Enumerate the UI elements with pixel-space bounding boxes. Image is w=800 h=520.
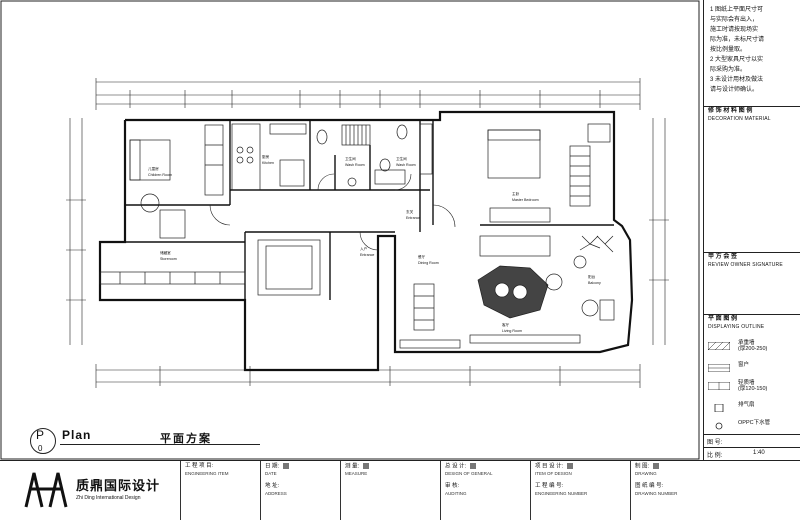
legend-label: 轻质墙(厚120-150) bbox=[738, 380, 768, 392]
note-line: 1 图纸上平面尺寸可 bbox=[710, 7, 764, 13]
legend-label: 排气扇 bbox=[738, 402, 755, 408]
legend-bearing-wall: 承重墙(厚200-250) bbox=[708, 340, 798, 354]
bearing-wall-swatch bbox=[708, 342, 730, 350]
room-label-master-en: Master Bedroom bbox=[512, 198, 539, 202]
dining-furniture bbox=[399, 283, 461, 349]
design-notes: 1 图纸上平面尺寸可 与实际会有出入， 施工时请按现场实 际为准，未标尺寸请 按… bbox=[710, 6, 796, 96]
note-line: 请与设计师确认。 bbox=[710, 87, 759, 93]
room-label-storeroom-en: Storeroom bbox=[160, 257, 177, 261]
room-label-master: 主卧 bbox=[512, 191, 520, 196]
plant-icon bbox=[579, 235, 614, 253]
plan-title-rule bbox=[60, 444, 260, 445]
note-line: 际为准，未标尺寸请 bbox=[710, 37, 765, 43]
note-line: 施工时请按现场实 bbox=[710, 27, 759, 33]
owner-signature-en: REVIEW OWNER SIGNATURE bbox=[708, 262, 783, 268]
drawing-number-box: 图 号: bbox=[703, 434, 800, 447]
tb-date-cell: 日 期: DATE 地 址: ADDRESS bbox=[260, 461, 340, 520]
plan-legend-title: 平 面 图 例 bbox=[708, 316, 738, 322]
room-label-children: 儿童房 bbox=[148, 166, 159, 171]
kitchen-furniture bbox=[231, 123, 307, 191]
room-label-living-en: Living Room bbox=[502, 329, 522, 333]
light-wall-swatch bbox=[708, 382, 730, 390]
plan-title-en: Plan bbox=[62, 428, 92, 442]
room-label-balcony-en: Balcony bbox=[588, 281, 601, 285]
material-legend-title: 修 饰 材 料 图 例 bbox=[708, 108, 753, 114]
legend-label: 窗户 bbox=[738, 362, 750, 368]
note-line: 3 未设计用材及做法 bbox=[710, 77, 764, 83]
owner-signature-title: 甲 方 会 签 bbox=[708, 254, 738, 260]
company-logo-block: 质鼎国际设计 Zhi Ding International Design bbox=[18, 465, 178, 515]
company-name: 质鼎国际设计 bbox=[76, 478, 161, 493]
room-label-kitchen: 厨房 bbox=[262, 154, 270, 159]
room-label-dining: 餐厅 bbox=[418, 254, 426, 259]
children-room-furniture bbox=[129, 124, 224, 239]
bottom-dimension-lines bbox=[95, 364, 641, 388]
note-line: 按比例量取。 bbox=[710, 47, 747, 53]
note-line: 与实际会有出入， bbox=[710, 17, 759, 23]
washroom-fixtures bbox=[316, 124, 408, 187]
entrance-void bbox=[257, 239, 321, 296]
tb-general-design-cell: 总 设 计: DESIGN OF GENERAL 审 核: AUDITING bbox=[440, 461, 530, 520]
material-legend-header: 修 饰 材 料 图 例 DECORATION MATERIAL bbox=[704, 106, 800, 123]
tb-item-design-cell: 项 目 设 计: ITEM OF DESIGN 工 程 编 号: ENGINEE… bbox=[530, 461, 630, 520]
room-label-children-en: Children Room bbox=[148, 173, 172, 177]
room-label-kitchen-en: Kitchen bbox=[262, 161, 274, 165]
drawing-number-label: 图 号: bbox=[707, 440, 723, 446]
living-furniture bbox=[469, 235, 615, 344]
room-label-washroom-1-en: Wash Room bbox=[345, 163, 365, 167]
room-label-foyer-en: Entrance bbox=[406, 216, 420, 220]
legend-light-wall: 轻质墙(厚120-150) bbox=[708, 380, 798, 394]
plan-marker-circle bbox=[30, 428, 56, 454]
interior-walls bbox=[125, 120, 614, 300]
room-label-washroom-1: 卫生间 bbox=[345, 156, 356, 161]
drawing-border bbox=[0, 0, 700, 460]
plan-legend-en: DISPLAYING OUTLINE bbox=[708, 324, 765, 330]
legend-window: 窗户 bbox=[708, 362, 798, 376]
room-label-living: 客厅 bbox=[502, 322, 510, 327]
room-label-dining-en: Dining Room bbox=[418, 261, 439, 265]
side-dimension-lines bbox=[66, 118, 669, 345]
top-dimension-lines bbox=[95, 78, 641, 110]
plan-legend-header: 平 面 图 例 DISPLAYING OUTLINE bbox=[704, 314, 800, 331]
scale-box: 比 例: 1:40 bbox=[703, 447, 800, 460]
drain-pipe-icon bbox=[715, 422, 723, 430]
room-label-washroom-2-en: Wash Room bbox=[396, 163, 416, 167]
legend-label: OPPC下水管 bbox=[738, 420, 771, 426]
floor-plan: 儿童房 Children Room 厨房 Kitchen 卫生间 Wash Ro… bbox=[0, 0, 700, 460]
exhaust-fan-icon bbox=[714, 404, 724, 412]
room-labels: 儿童房 Children Room 厨房 Kitchen 卫生间 Wash Ro… bbox=[148, 154, 601, 333]
tb-drawing-cell: 制 图: DRAWING 图 纸 编 号: DRAWING NUMBER bbox=[630, 461, 800, 520]
scale-value: 1:40 bbox=[753, 450, 765, 456]
legend-exhaust-fan: 排气扇 bbox=[708, 402, 798, 416]
room-label-storeroom: 储藏室 bbox=[160, 250, 171, 255]
storeroom-cabinets bbox=[99, 271, 246, 285]
master-bedroom-furniture bbox=[419, 123, 611, 223]
door-swings bbox=[209, 173, 456, 251]
tb-measure-cell: 测 量: MEASURE bbox=[340, 461, 440, 520]
company-logo-icon bbox=[24, 472, 68, 508]
title-block: 质鼎国际设计 Zhi Ding International Design 工 程… bbox=[0, 460, 800, 520]
legend-drain-pipe: OPPC下水管 bbox=[708, 420, 798, 434]
room-label-entry: 入户 bbox=[360, 246, 368, 251]
room-label-balcony: 阳台 bbox=[588, 274, 596, 279]
note-line: 2 大型家具尺寸以实 bbox=[710, 57, 764, 63]
scale-label: 比 例: bbox=[707, 453, 723, 459]
plan-marker-number: 0 bbox=[38, 444, 43, 453]
plan-marker-letter: P bbox=[36, 428, 45, 442]
legend-panel: 1 图纸上平面尺寸可 与实际会有出入， 施工时请按现场实 际为准，未标尺寸请 按… bbox=[703, 0, 800, 460]
window-swatch bbox=[708, 364, 730, 372]
legend-label: 承重墙(厚200-250) bbox=[738, 340, 768, 352]
room-label-washroom-2: 卫生间 bbox=[396, 156, 407, 161]
plan-title-cn: 平面方案 bbox=[160, 433, 212, 445]
owner-signature-header: 甲 方 会 签 REVIEW OWNER SIGNATURE bbox=[704, 252, 800, 269]
material-legend-en: DECORATION MATERIAL bbox=[708, 116, 771, 122]
room-label-entry-en: Entrance bbox=[360, 253, 374, 257]
room-label-foyer: 玄关 bbox=[406, 209, 414, 214]
note-line: 际采购为准。 bbox=[710, 67, 747, 73]
exterior-walls bbox=[98, 110, 634, 372]
company-name-en: Zhi Ding International Design bbox=[76, 495, 141, 501]
tb-project-cell: 工 程 项 目: ENGINEERING ITEM bbox=[180, 461, 260, 520]
